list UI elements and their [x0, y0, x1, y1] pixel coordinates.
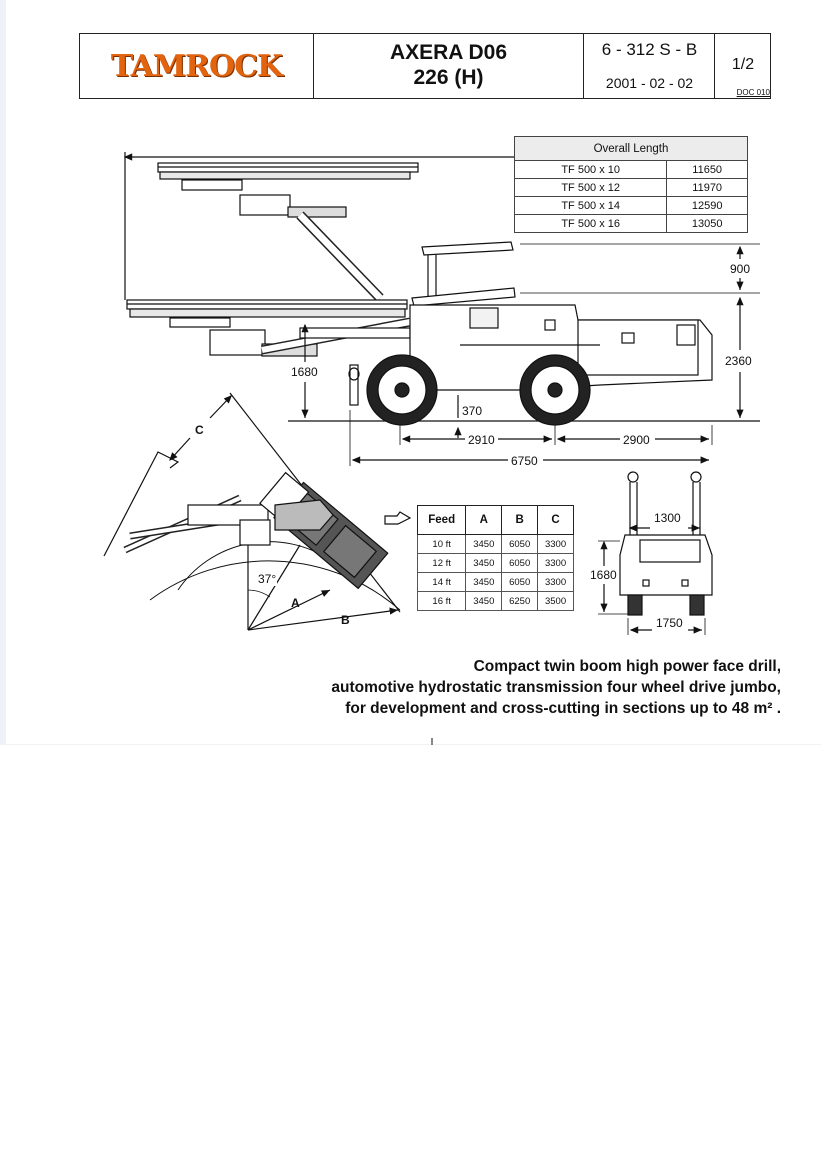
rear-wheel	[519, 354, 591, 426]
model-cell: AXERA D06 226 (H)	[314, 34, 584, 98]
feed-type: TF 500 x 16	[513, 214, 668, 233]
table-cell: 3450	[465, 572, 503, 592]
front-wheel	[366, 354, 438, 426]
tamrock-logo: TAMROCK	[110, 48, 283, 84]
coverage-drawing	[103, 392, 412, 631]
table-row: 10 ft 3450 6050 3300	[416, 534, 574, 554]
dim-track-width: 1300	[653, 511, 682, 525]
table-cell: 3500	[537, 591, 574, 611]
doc-date: 2001 - 02 - 02	[605, 75, 694, 91]
table-cell: 6050	[501, 572, 539, 592]
length-value: 11650	[666, 160, 748, 179]
dim-boom-height: 1680	[290, 365, 319, 379]
label-a: A	[291, 596, 300, 610]
table-row: TF 500 x 12 11970	[513, 178, 748, 197]
table-cell: 14 ft	[416, 572, 467, 592]
page-number: 1/2	[731, 56, 755, 73]
table-row: TF 500 x 10 11650	[513, 160, 748, 179]
table-row: 16 ft 3450 6250 3500	[416, 591, 574, 611]
dim-ground-clearance: 370	[461, 404, 484, 418]
brand-cell: TAMROCK	[80, 34, 314, 98]
table-cell: 16 ft	[416, 591, 467, 611]
table-cell: 3300	[537, 572, 574, 592]
column-header: C	[537, 505, 574, 535]
length-value: 12590	[666, 196, 748, 215]
description-line: Compact twin boom high power face drill,	[473, 658, 781, 675]
upper-boom	[157, 162, 419, 302]
label-c: C	[195, 423, 204, 437]
table-cell: 6250	[501, 591, 539, 611]
page-cell: 1/2 DOC 010	[715, 34, 771, 98]
length-value: 11970	[666, 178, 748, 197]
feed-type: TF 500 x 10	[513, 160, 668, 179]
table-cell: 3300	[537, 534, 574, 554]
doc-number-cell: 6 - 312 S - B 2001 - 02 - 02	[585, 34, 715, 98]
column-header: Feed	[416, 505, 467, 535]
column-header: A	[465, 505, 503, 535]
title-block: TAMROCK AXERA D06 226 (H) 6 - 312 S - B …	[79, 33, 771, 99]
table-cell: 10 ft	[416, 534, 467, 554]
table-cell: 6050	[501, 534, 539, 554]
dim-front-to-axle: 2910	[467, 433, 496, 447]
table-cell: 3300	[537, 553, 574, 573]
table-header-row: Feed A B C	[416, 505, 574, 535]
sidebar-strip	[0, 0, 6, 744]
dim-overall-width: 1750	[655, 616, 684, 630]
model-name: AXERA D06	[389, 41, 508, 64]
table-cell: 6050	[501, 553, 539, 573]
description-line: automotive hydrostatic transmission four…	[331, 679, 781, 696]
description-line: for development and cross-cutting in sec…	[345, 700, 781, 717]
model-variant: 226 (H)	[413, 66, 484, 89]
feed-type: TF 500 x 14	[513, 196, 668, 215]
dim-canopy-height: 900	[729, 262, 752, 276]
front-view-drawing	[598, 471, 713, 635]
table-cell: 3450	[465, 553, 503, 573]
label-b: B	[341, 613, 350, 627]
feed-coverage-table: Feed A B C 10 ft 3450 6050 3300 12 ft 34…	[416, 505, 574, 611]
lower-boom	[126, 299, 411, 357]
table-row: TF 500 x 16 13050	[513, 214, 748, 233]
dim-wheelbase: 2900	[622, 433, 651, 447]
table-cell: 12 ft	[416, 553, 467, 573]
table-row: 12 ft 3450 6050 3300	[416, 553, 574, 573]
length-value: 13050	[666, 214, 748, 233]
canopy	[411, 241, 516, 307]
table-cell: 3450	[465, 591, 503, 611]
angle-label: 37°	[257, 572, 278, 586]
doc-code: 6 - 312 S - B	[601, 40, 698, 59]
dim-height: 2360	[724, 354, 753, 368]
column-header: B	[501, 505, 539, 535]
dim-overall-length: 6750	[510, 454, 539, 468]
overall-length-title: Overall Length	[514, 136, 748, 161]
table-row: 14 ft 3450 6050 3300	[416, 572, 574, 592]
side-view-drawing	[123, 152, 760, 466]
carrier-body	[409, 304, 713, 391]
table-cell: 3450	[465, 534, 503, 554]
feed-type: TF 500 x 12	[513, 178, 668, 197]
dim-front-height: 1680	[589, 568, 618, 582]
page-divider	[0, 744, 821, 745]
table-row: TF 500 x 14 12590	[513, 196, 748, 215]
product-description: Compact twin boom high power face drill,…	[331, 656, 781, 719]
doc-reference: DOC 010	[736, 88, 770, 97]
overall-length-table: Overall Length TF 500 x 10 11650 TF 500 …	[513, 136, 748, 233]
